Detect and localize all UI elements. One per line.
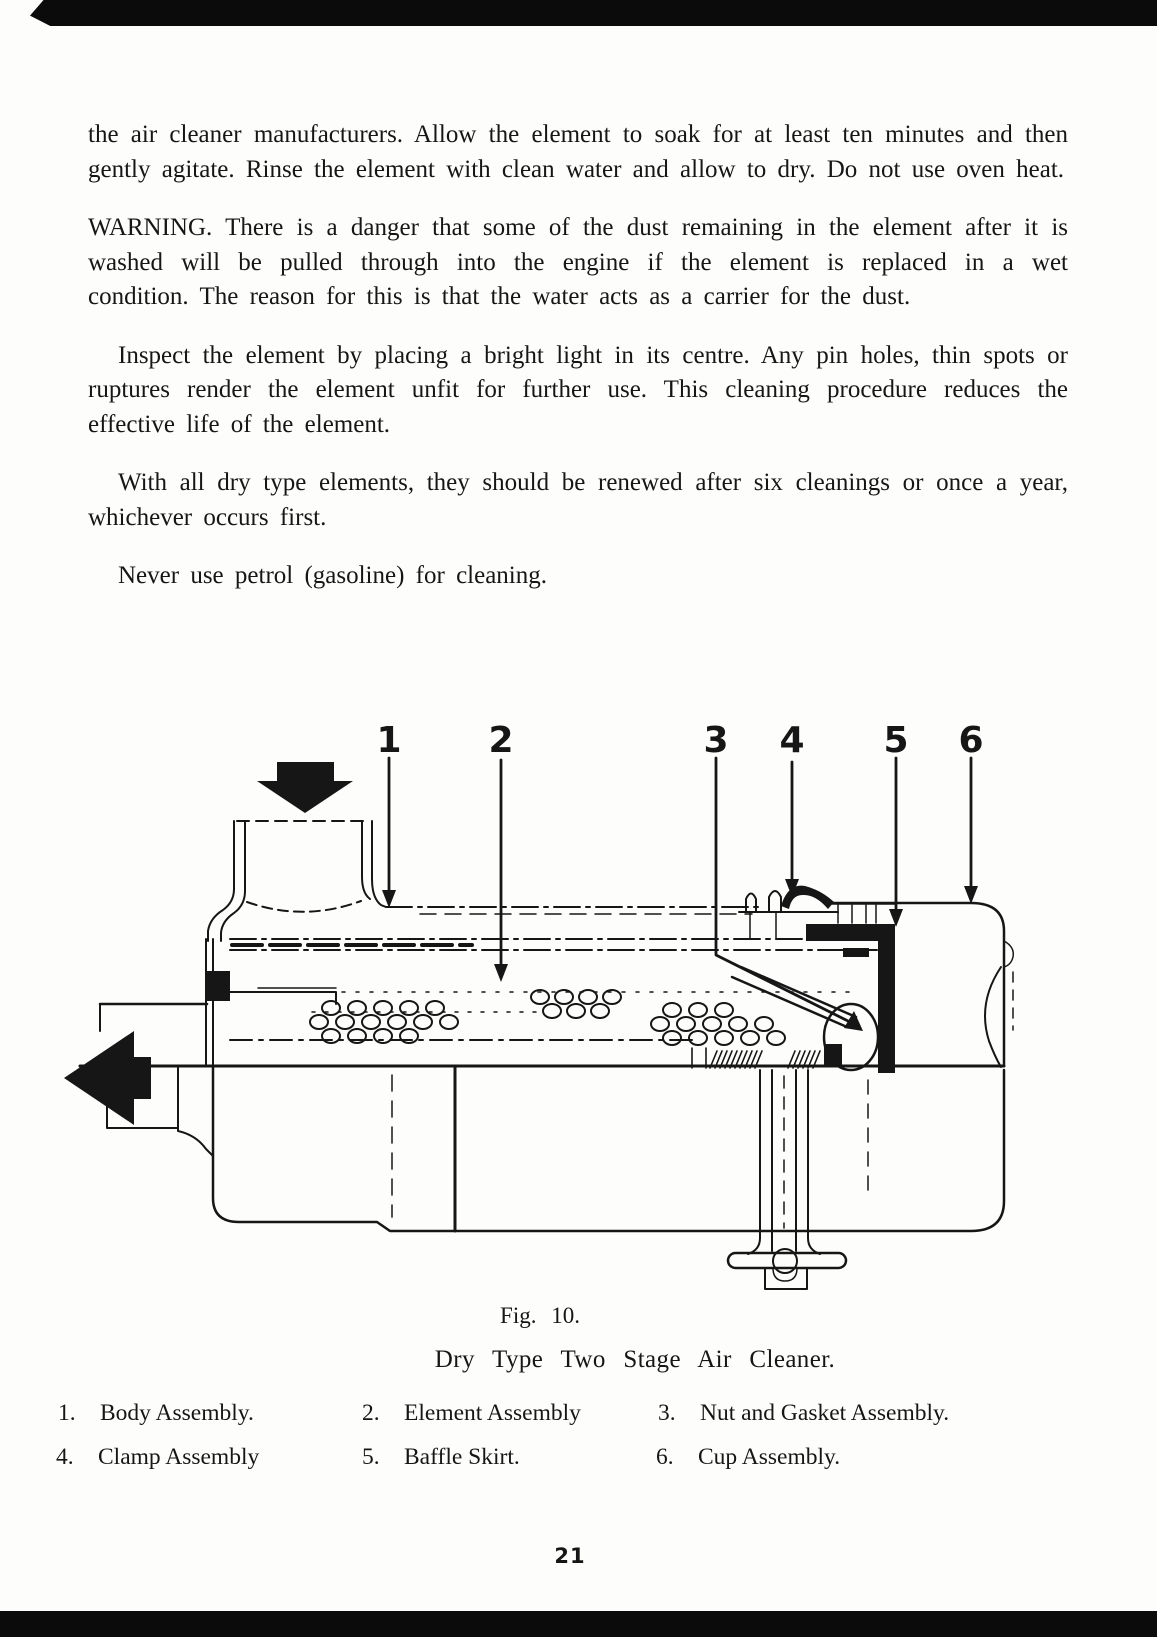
inlet-stack: [207, 820, 387, 942]
thread-hatching: [691, 1047, 821, 1069]
legend-label: Baffle Skirt.: [404, 1444, 520, 1470]
paragraph-inspect: Inspect the element by placing a bright …: [88, 341, 1068, 438]
legend-label: Nut and Gasket Assembly.: [700, 1400, 950, 1426]
paragraph-renewal: With all dry type elements, they should …: [88, 469, 1068, 531]
callout-number-1: 1: [376, 720, 401, 761]
legend-item: 2. Element Assembly: [362, 1400, 581, 1427]
callout-number-3: 3: [703, 720, 728, 761]
page-number: 21: [554, 1544, 586, 1568]
legend-item: 5. Baffle Skirt.: [362, 1444, 520, 1471]
clamp-assembly: [738, 885, 897, 940]
legend-item: 6. Cup Assembly.: [656, 1444, 840, 1471]
legend-item: 4. Clamp Assembly: [56, 1444, 259, 1471]
wing-nut-bolt: [726, 1069, 848, 1290]
callout-leaders: [382, 756, 978, 1031]
legend-number: 1.: [58, 1400, 76, 1426]
element-perforations: [309, 989, 786, 1046]
body-text: the air cleaner manufacturers. Allow the…: [88, 118, 1068, 618]
scan-edge-top: [30, 0, 1157, 26]
legend-label: Body Assembly.: [100, 1400, 254, 1426]
legend-label: Element Assembly: [404, 1400, 581, 1426]
element-assembly: [229, 938, 878, 1046]
legend-number: 2.: [362, 1400, 380, 1426]
air-inlet-arrow-icon: [257, 762, 353, 813]
paragraph-no-petrol: Never use petrol (gasoline) for cleaning…: [118, 562, 548, 589]
nut-gasket-assembly: [691, 924, 895, 1073]
legend-number: 6.: [656, 1444, 674, 1470]
scan-edge-bottom: [0, 1611, 1157, 1637]
legend-item: 3. Nut and Gasket Assembly.: [658, 1400, 949, 1427]
paragraph-soak-instructions: the air cleaner manufacturers. Allow the…: [88, 121, 1068, 183]
callout-number-2: 2: [488, 720, 513, 761]
legend-label: Clamp Assembly: [98, 1444, 260, 1470]
figure-number-label: Fig. 10.: [500, 1303, 580, 1328]
legend-label: Cup Assembly.: [698, 1444, 841, 1470]
legend-number: 4.: [56, 1444, 74, 1470]
legend-number: 5.: [362, 1444, 380, 1470]
paragraph-warning: WARNING. There is a danger that some of …: [88, 214, 1068, 310]
callout-number-6: 6: [958, 720, 983, 761]
callout-number-4: 4: [779, 720, 804, 761]
body-assembly-outline: [78, 906, 1006, 1068]
air-cleaner-cutaway-diagram: 1 2 3 4 5 6: [64, 720, 1015, 1290]
legend-item: 1. Body Assembly.: [58, 1400, 254, 1427]
lower-body: [211, 1064, 1006, 1233]
callout-number-5: 5: [883, 720, 908, 761]
figure-title: Dry Type Two Stage Air Cleaner.: [434, 1346, 836, 1373]
air-outlet-arrow-icon: [64, 1031, 151, 1125]
legend-number: 3.: [658, 1400, 676, 1426]
